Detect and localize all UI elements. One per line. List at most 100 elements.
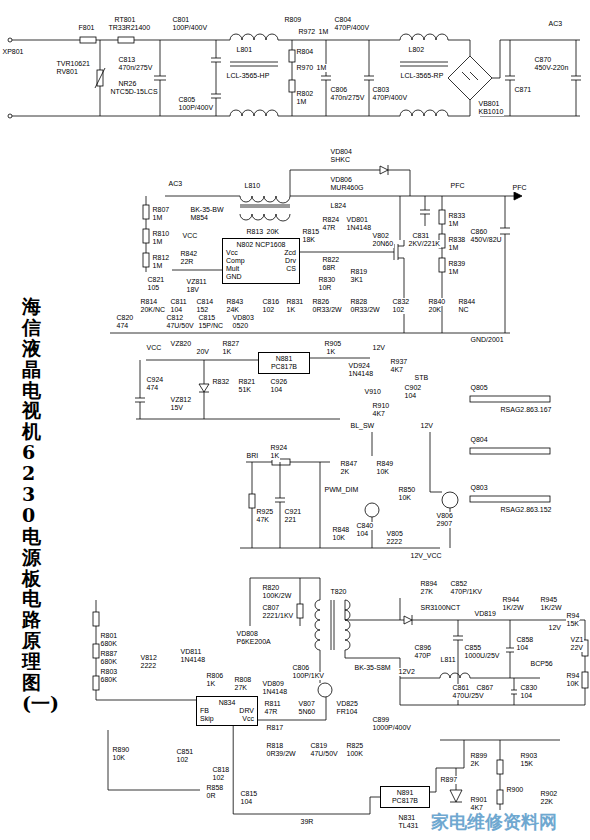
part-label: R801 (100, 632, 118, 640)
part-label: NR26 (118, 80, 137, 88)
part-label: 102 (176, 756, 189, 764)
part-label: LCL-3565-RP (400, 72, 444, 80)
part-label: 474 (116, 322, 129, 330)
part-label: R830 (318, 276, 336, 284)
wire-stroke (292, 40, 293, 116)
part-label: C803 (372, 86, 390, 94)
part-label: 47U/50V (310, 750, 338, 758)
wire-stroke (204, 360, 205, 419)
part-label: PWM_DIM (324, 486, 359, 494)
part-label: C812 (166, 314, 184, 322)
part-label: C814 (196, 298, 214, 306)
part-label: R803 (100, 668, 118, 676)
wire-stroke (585, 620, 586, 705)
pin-label: CS (263, 265, 296, 273)
wire-stroke (448, 56, 492, 100)
part-label: C861 (452, 684, 470, 692)
part-label: BK-35-S8M (354, 664, 391, 672)
part-label: 10K (376, 468, 389, 476)
part-label: 0520 (232, 322, 249, 330)
part-label: 47R (322, 224, 336, 232)
wire-stroke (345, 600, 350, 650)
part-label: RV801 (56, 68, 78, 76)
part-name: N891 (384, 789, 426, 797)
part-label: V806 (436, 512, 453, 520)
part-label: VZ812 (170, 396, 192, 404)
part-label: R818 (266, 742, 284, 750)
part-label: 22K (540, 798, 553, 806)
wire-stroke (8, 114, 12, 118)
part-label: 39R (300, 818, 314, 826)
part-label: 4K7 (390, 366, 403, 374)
part-label: R815 (302, 228, 320, 236)
part-label: C926 (270, 378, 288, 386)
part-label: 105 (147, 284, 160, 292)
part-label: 1K/2W (540, 604, 562, 612)
part-label: 22R (180, 258, 194, 266)
part-label: BK-35-BW (190, 206, 224, 214)
part-label: R902 (540, 790, 558, 798)
part-label: SHKC (330, 156, 350, 164)
part-label: R808 (234, 676, 252, 684)
part-label: 20K (266, 228, 279, 236)
wire-stroke (199, 384, 209, 392)
wire-stroke (365, 503, 379, 517)
part-label: VZ820 (170, 340, 192, 348)
part-label: RSAG2.863.167 (500, 406, 552, 414)
part-name: N834 (200, 699, 254, 707)
part-label: 10K (112, 754, 125, 762)
part-label: 474 (146, 384, 159, 392)
pin-label: Vcc (229, 715, 254, 723)
wire-stroke (143, 229, 149, 243)
part-label: 12V (420, 422, 433, 430)
part-label: V910 (364, 388, 381, 396)
part-label: C860 (470, 228, 488, 236)
part-label: 450V/82U (470, 236, 502, 244)
wire-stroke (321, 40, 374, 116)
part-label: 1K (222, 348, 232, 356)
part-label: 1M (152, 214, 163, 222)
part-label: STB (414, 374, 429, 382)
part-label: R847 (340, 460, 358, 468)
wire-stroke (136, 419, 340, 420)
part-label: 51K (238, 386, 251, 394)
part-label: R802 (296, 90, 314, 98)
wire-stroke (497, 760, 503, 774)
part-label: 15K (566, 620, 579, 628)
part-label: 104 (404, 392, 417, 400)
part-label: C807 (262, 604, 280, 612)
part-label: 22V (570, 644, 583, 652)
part-label: FR104 (336, 708, 358, 716)
part-label: C840 (356, 522, 374, 530)
ic-box: N802 NCP1608VccZcdCompDrvMultCSGND (222, 238, 300, 284)
part-label: C819 (310, 742, 328, 750)
part-label: 102 (262, 306, 275, 314)
part-label: 2K (470, 760, 480, 768)
part-label: R827 (222, 340, 240, 348)
part-label: 4K7 (372, 410, 385, 418)
part-label: R809 (284, 16, 302, 24)
part-label: R937 (390, 358, 408, 366)
part-label: 68R (322, 264, 336, 272)
part-label: R887 (100, 650, 118, 658)
part-label: 15P/NC (198, 322, 224, 330)
wire-stroke (143, 205, 149, 219)
part-label: AC3 (548, 20, 563, 28)
wire-stroke (506, 620, 514, 678)
part-label: 1N4148 (346, 224, 372, 232)
part-label: 470n/275V (330, 94, 365, 102)
flyback-stage (93, 578, 588, 810)
part-label: VCC (146, 344, 162, 352)
part-label: R970 (296, 64, 314, 72)
wire-stroke (240, 548, 440, 549)
part-label: NC (458, 306, 469, 314)
part-label: 18K (302, 236, 315, 244)
part-label: C813 (118, 56, 136, 64)
part-label: R813 (246, 228, 264, 236)
part-label: L824 (330, 202, 347, 210)
part-label: 100P/400V (178, 104, 214, 112)
part-label: R842 (180, 250, 198, 258)
part-label: R817 (266, 724, 284, 732)
